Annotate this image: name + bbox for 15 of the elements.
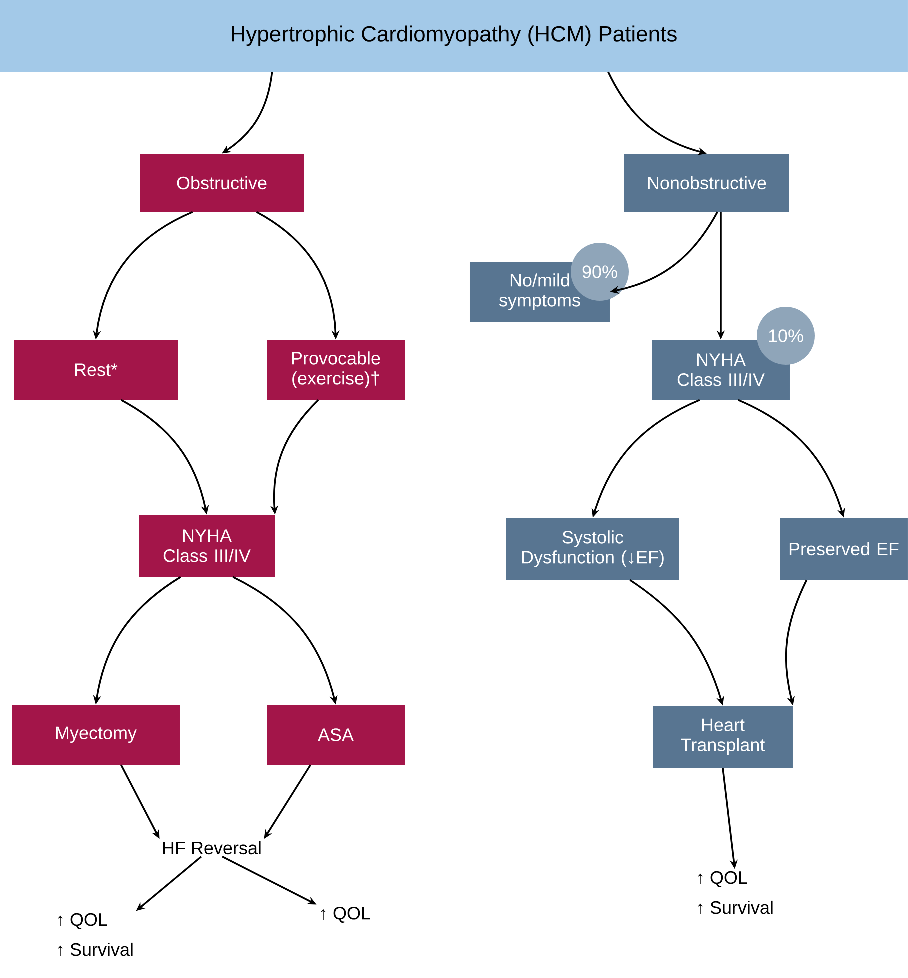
header-band: Hypertrophic Cardiomyopathy (HCM) Patients [0,0,908,72]
process-box: Preserved EF [780,518,908,580]
outcome-text: ↑ QOL ↑ Survival [58,913,133,957]
process-box: NYHA Class III/IV [139,515,275,577]
outcome-text: ↑ QOL [321,907,370,923]
process-box: Nonobstructive [624,154,790,212]
process-box: Heart Transplant [653,706,793,768]
process-box: ASA [267,705,405,765]
process-box: Provocable (exercise)† [267,340,405,400]
process-box: Rest* [14,340,178,400]
process-box: Myectomy [12,705,180,765]
process-box: Systolic Dysfunction (↓EF) [506,518,680,580]
outcome-text: ↑ QOL ↑ Survival [698,871,773,915]
process-box: Obstructive [140,154,304,212]
outcome-text: HF Reversal [163,841,261,855]
